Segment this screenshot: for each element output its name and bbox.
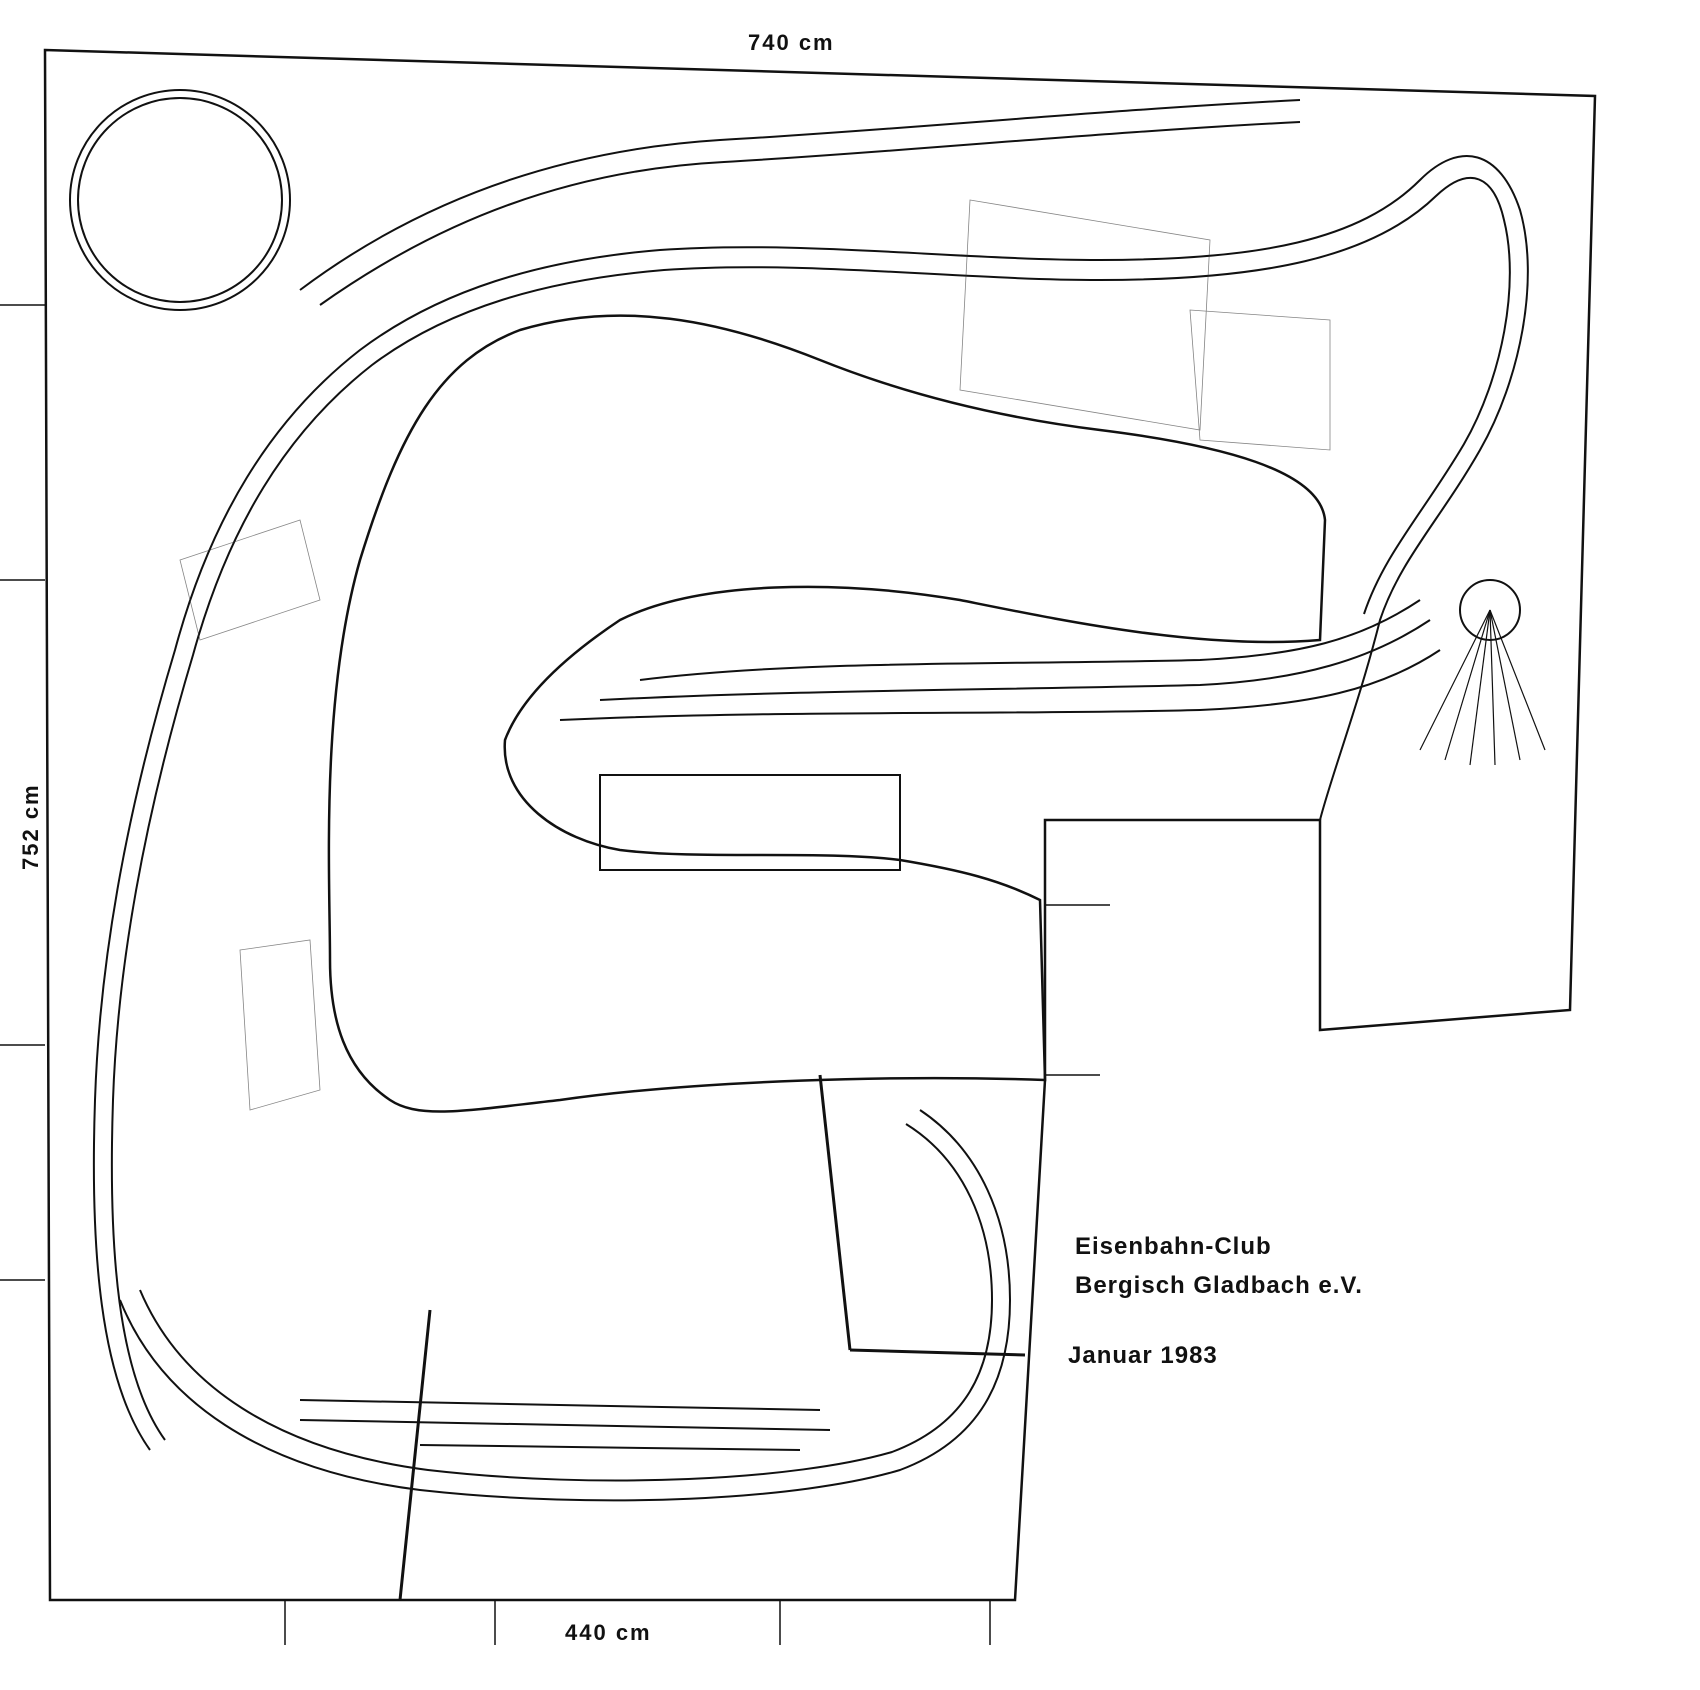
yard-track-2: [599, 619, 1431, 701]
station-track-2: [299, 1419, 831, 1431]
operator-well: [327, 314, 1327, 1113]
station-building-block: [599, 774, 901, 871]
station-track-3: [419, 1444, 801, 1451]
dimension-top: 740 cm: [748, 30, 835, 55]
section-cut-3: [818, 1074, 852, 1351]
baseboard-outline: [43, 48, 1597, 1602]
main-track-inner: [110, 176, 1511, 1441]
yard-track-3: [559, 649, 1441, 721]
roundhouse-stalls: [1419, 609, 1546, 766]
dimension-marks: [0, 304, 1110, 1645]
terrain-hatching: [179, 199, 1331, 1111]
yard-track-1: [639, 599, 1421, 681]
dimension-left: 752 cm: [18, 783, 43, 870]
plan-date: Januar 1983: [1068, 1342, 1218, 1369]
main-track-outer: [92, 155, 1529, 1451]
club-name-line1: Eisenbahn-Club: [1075, 1233, 1272, 1260]
section-cut-2: [849, 1348, 1026, 1357]
helix-inner: [77, 97, 283, 303]
lower-track-1: [119, 1109, 1012, 1502]
section-cut-1: [398, 1309, 432, 1601]
station-track-1: [299, 1399, 821, 1411]
club-name-line2: Bergisch Gladbach e.V.: [1075, 1272, 1363, 1299]
upper-track-1: [299, 99, 1301, 291]
turntable: [1459, 579, 1521, 641]
helix-outer: [69, 89, 291, 311]
upper-track-2: [319, 121, 1301, 306]
lower-track-2: [139, 1123, 994, 1482]
dimension-bottom: 440 cm: [565, 1620, 652, 1645]
